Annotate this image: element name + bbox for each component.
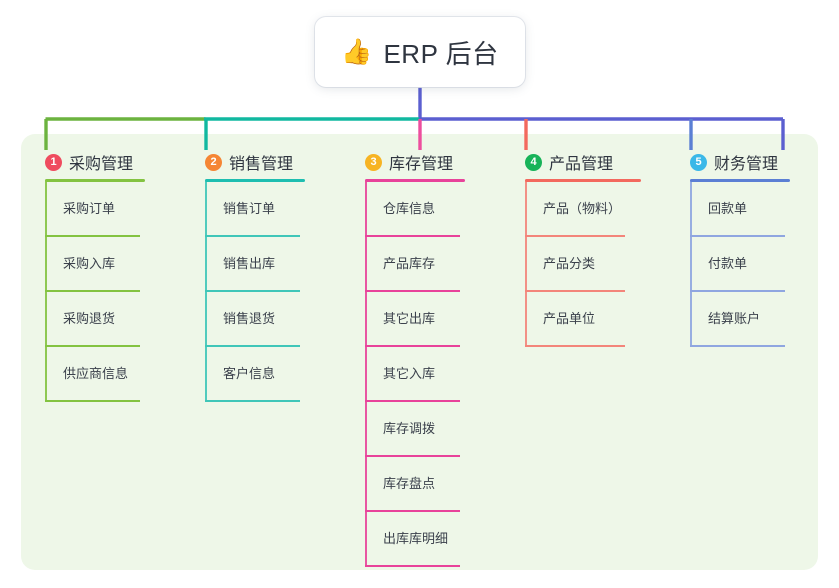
column-3: 3 库存管理仓库信息产品库存其它出库其它入库库存调拨库存盘点出库库明细 [365, 150, 465, 567]
column-header-5[interactable]: 5 财务管理 [690, 150, 790, 174]
column-2: 2 销售管理销售订单销售出库销售退货客户信息 [205, 150, 305, 402]
leaf-item[interactable]: 其它入库 [365, 347, 465, 402]
leaf-item-label: 付款单 [708, 256, 748, 271]
column-header-2[interactable]: 2 销售管理 [205, 150, 305, 174]
leaf-item-rule [525, 290, 625, 292]
column-header-4[interactable]: 4 产品管理 [525, 150, 641, 174]
leaf-item-label: 产品库存 [383, 256, 436, 271]
leaf-item-label: 出库库明细 [383, 531, 449, 546]
leaf-item-label: 其它入库 [383, 366, 436, 381]
column-rule-2 [205, 179, 305, 182]
column-header-1[interactable]: 1 采购管理 [45, 150, 145, 174]
column-5: 5 财务管理回款单付款单结算账户 [690, 150, 790, 347]
column-title-2: 销售管理 [229, 156, 294, 173]
leaf-item-rule [45, 235, 140, 237]
column-rule-4 [525, 179, 641, 182]
leaf-item-label: 结算账户 [708, 311, 761, 326]
leaf-item-label: 产品单位 [543, 311, 596, 326]
column-badge-2: 2 [205, 153, 222, 171]
leaf-item-rule [690, 345, 785, 347]
column-title-5: 财务管理 [714, 156, 779, 173]
leaf-item-label: 客户信息 [223, 366, 276, 381]
leaf-item-rule [365, 400, 460, 402]
column-items-2: 销售订单销售出库销售退货客户信息 [205, 182, 305, 402]
leaf-item-rule [690, 235, 785, 237]
leaf-item-label: 销售退货 [223, 311, 276, 326]
leaf-item-label: 采购订单 [63, 201, 116, 216]
leaf-item-label: 销售订单 [223, 201, 276, 216]
leaf-item[interactable]: 产品库存 [365, 237, 465, 292]
leaf-item-rule [365, 235, 460, 237]
leaf-item-label: 产品（物料） [543, 201, 622, 216]
leaf-item-rule [205, 290, 300, 292]
leaf-item[interactable]: 结算账户 [690, 292, 790, 347]
leaf-item-rule [205, 235, 300, 237]
leaf-item-label: 供应商信息 [63, 366, 129, 381]
leaf-item-label: 回款单 [708, 201, 748, 216]
column-rule-3 [365, 179, 465, 182]
leaf-item-rule [525, 235, 625, 237]
column-items-3: 仓库信息产品库存其它出库其它入库库存调拨库存盘点出库库明细 [365, 182, 465, 567]
leaf-item[interactable]: 采购入库 [45, 237, 145, 292]
leaf-item-rule [365, 290, 460, 292]
leaf-item-rule [365, 510, 460, 512]
leaf-item-rule [205, 400, 300, 402]
leaf-item[interactable]: 采购退货 [45, 292, 145, 347]
leaf-item-label: 销售出库 [223, 256, 276, 271]
leaf-item[interactable]: 采购订单 [45, 182, 145, 237]
leaf-item[interactable]: 销售订单 [205, 182, 305, 237]
leaf-item-rule [690, 290, 785, 292]
leaf-item[interactable]: 产品分类 [525, 237, 641, 292]
column-title-4: 产品管理 [549, 156, 614, 173]
leaf-item[interactable]: 其它出库 [365, 292, 465, 347]
column-badge-5: 5 [690, 153, 707, 171]
column-items-1: 采购订单采购入库采购退货供应商信息 [45, 182, 145, 402]
column-items-4: 产品（物料） 产品分类产品单位 [525, 182, 641, 347]
leaf-item-rule [205, 345, 300, 347]
leaf-item-label: 其它出库 [383, 311, 436, 326]
leaf-item[interactable]: 销售出库 [205, 237, 305, 292]
leaf-item[interactable]: 库存盘点 [365, 457, 465, 512]
leaf-item-label: 采购入库 [63, 256, 116, 271]
leaf-item-label: 库存盘点 [383, 476, 436, 491]
thumbs-up-icon: 👍 [341, 37, 373, 66]
leaf-item[interactable]: 客户信息 [205, 347, 305, 402]
root-node-content: 👍 ERP 后台 [341, 34, 498, 71]
column-header-3[interactable]: 3 库存管理 [365, 150, 465, 174]
leaf-item-label: 库存调拨 [383, 421, 436, 436]
root-node-title: ERP 后台 [383, 38, 499, 69]
leaf-item-rule [365, 455, 460, 457]
leaf-item[interactable]: 产品单位 [525, 292, 641, 347]
column-4: 4 产品管理产品（物料） 产品分类产品单位 [525, 150, 641, 347]
root-node[interactable]: 👍 ERP 后台 [315, 17, 525, 87]
column-rule-1 [45, 179, 145, 182]
column-rule-5 [690, 179, 790, 182]
column-title-3: 库存管理 [389, 156, 454, 173]
leaf-item[interactable]: 回款单 [690, 182, 790, 237]
leaf-item-label: 仓库信息 [383, 201, 436, 216]
column-badge-3: 3 [365, 153, 382, 171]
column-1: 1 采购管理采购订单采购入库采购退货供应商信息 [45, 150, 145, 402]
column-title-1: 采购管理 [69, 156, 134, 173]
leaf-item-label: 产品分类 [543, 256, 596, 271]
leaf-item[interactable]: 销售退货 [205, 292, 305, 347]
leaf-item[interactable]: 库存调拨 [365, 402, 465, 457]
column-badge-4: 4 [525, 153, 542, 171]
diagram-panel [21, 134, 818, 570]
column-badge-1: 1 [45, 153, 62, 171]
leaf-item[interactable]: 付款单 [690, 237, 790, 292]
leaf-item-rule [45, 400, 140, 402]
leaf-item-rule [45, 290, 140, 292]
leaf-item[interactable]: 仓库信息 [365, 182, 465, 237]
leaf-item-label: 采购退货 [63, 311, 116, 326]
column-items-5: 回款单付款单结算账户 [690, 182, 790, 347]
leaf-item-rule [525, 345, 625, 347]
leaf-item[interactable]: 出库库明细 [365, 512, 465, 567]
leaf-item-rule [365, 345, 460, 347]
leaf-item-rule [365, 565, 460, 567]
leaf-item[interactable]: 产品（物料） [525, 182, 641, 237]
leaf-item[interactable]: 供应商信息 [45, 347, 145, 402]
leaf-item-rule [45, 345, 140, 347]
